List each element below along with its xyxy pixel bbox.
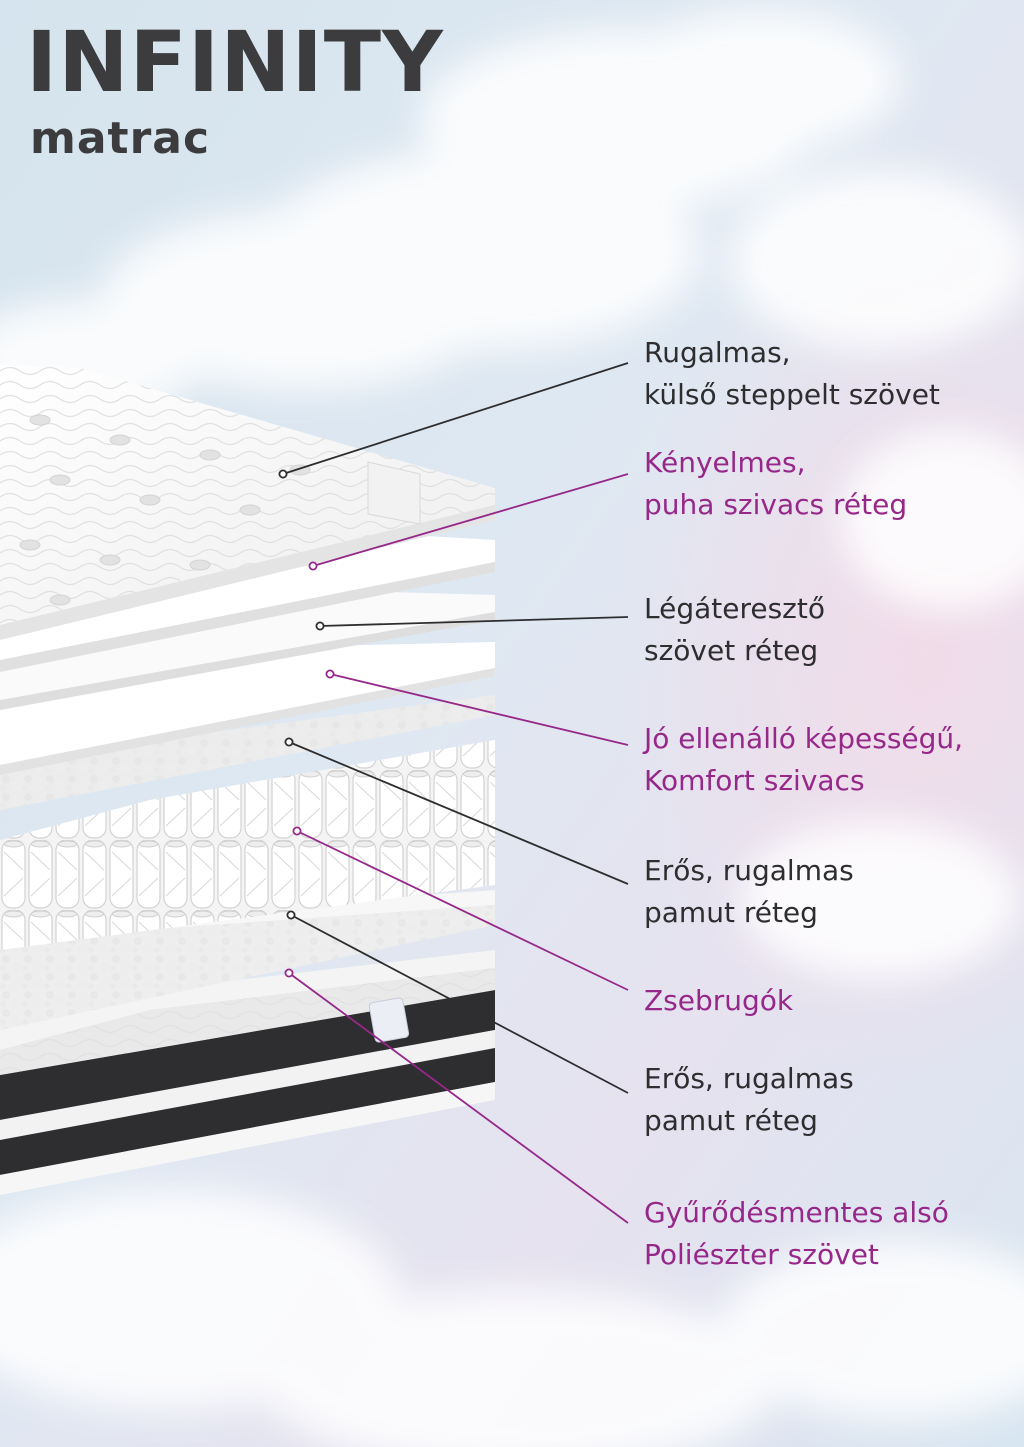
- label-line: Zsebrugók: [644, 984, 794, 1017]
- leader-line-comfort-foam: [329, 673, 629, 746]
- layer-outer-fabric: [0, 365, 495, 640]
- label-line: Gyűrődésmentes alsó: [644, 1196, 949, 1229]
- leader-line-cotton-bottom: [290, 914, 629, 1094]
- layer-pocket-springs: [0, 740, 495, 950]
- label-line: Légáteresztő: [644, 592, 825, 625]
- leader-lines: [278, 362, 629, 1224]
- label-breathable-fabric: Légáteresztő szövet réteg: [644, 588, 825, 672]
- label-line: Kényelmes,: [644, 446, 806, 479]
- label-line: Erős, rugalmas: [644, 1062, 854, 1095]
- page-title: INFINITY: [26, 13, 444, 111]
- label-line: Jó ellenálló képességű,: [644, 722, 964, 755]
- leader-line-outer-fabric: [282, 362, 629, 475]
- label-comfort-foam: Jó ellenálló képességű, Komfort szivacs: [644, 718, 963, 802]
- label-line: puha szivacs réteg: [644, 488, 908, 521]
- label-line: külső steppelt szövet: [644, 378, 940, 411]
- label-cotton-top: Erős, rugalmas pamut réteg: [644, 850, 854, 934]
- leader-dot-pocket-springs: [292, 826, 302, 836]
- leader-dot-outer-fabric: [278, 469, 288, 479]
- label-line: Erős, rugalmas: [644, 854, 854, 887]
- leader-dot-soft-foam: [308, 561, 318, 571]
- leader-line-breathable-fabric: [319, 616, 629, 627]
- label-line: pamut réteg: [644, 896, 818, 929]
- label-line: szövet réteg: [644, 634, 819, 667]
- leader-dot-bottom-fabric: [284, 968, 294, 978]
- label-line: Komfort szivacs: [644, 764, 865, 797]
- leader-dot-cotton-bottom: [286, 910, 296, 920]
- mattress-layers: [0, 365, 495, 1195]
- leader-line-bottom-fabric: [288, 972, 629, 1224]
- cloud-decoration: [0, 10, 1024, 1447]
- label-line: pamut réteg: [644, 1104, 818, 1137]
- label-cotton-bottom: Erős, rugalmas pamut réteg: [644, 1058, 854, 1142]
- layer-cotton-top: [0, 695, 495, 810]
- label-pocket-springs: Zsebrugók: [644, 980, 793, 1022]
- leader-dot-cotton-top: [284, 737, 294, 747]
- leader-dot-comfort-foam: [325, 669, 335, 679]
- leader-line-pocket-springs: [296, 830, 629, 991]
- label-outer-fabric: Rugalmas, külső steppelt szövet: [644, 332, 940, 416]
- leader-line-soft-foam: [312, 473, 629, 567]
- layer-bottom-fabric: [0, 950, 495, 1195]
- leader-dot-breathable-fabric: [315, 621, 325, 631]
- leader-line-cotton-top: [288, 741, 629, 885]
- label-soft-foam: Kényelmes, puha szivacs réteg: [644, 442, 907, 526]
- page-subtitle: matrac: [30, 113, 211, 164]
- label-line: Rugalmas,: [644, 336, 791, 369]
- label-line: Poliészter szövet: [644, 1238, 879, 1271]
